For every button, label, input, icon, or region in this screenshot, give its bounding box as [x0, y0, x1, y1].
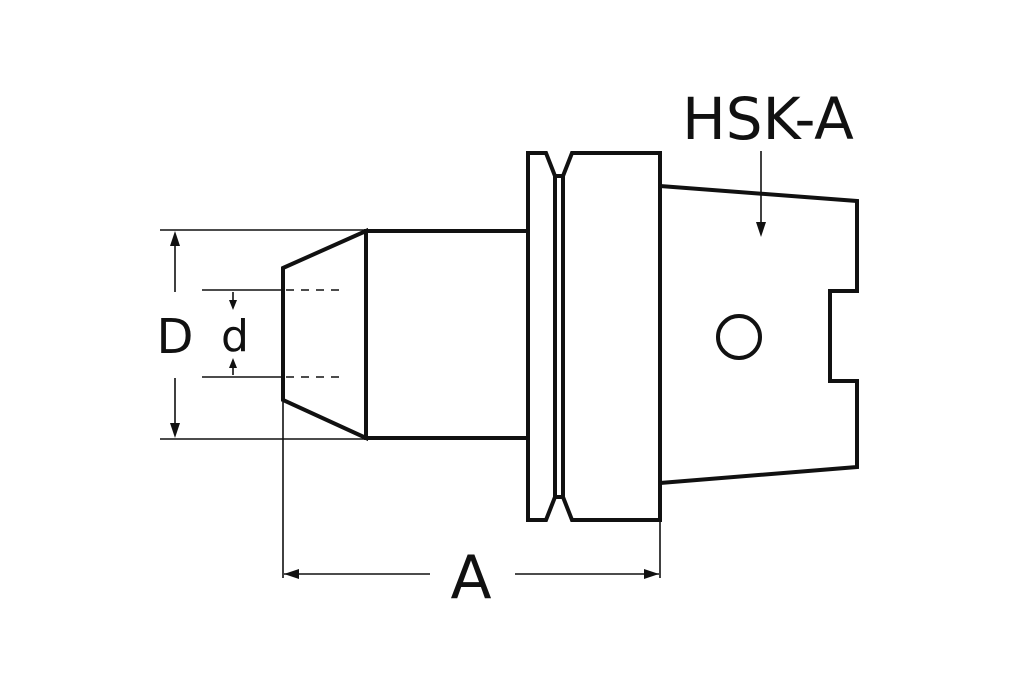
cross-hole [716, 314, 762, 360]
inner-diameter-label: d [221, 311, 249, 362]
d-inner-arrow-top [229, 300, 237, 310]
outer-diameter-label: D [157, 309, 194, 365]
d-outer-arrow-bottom [170, 423, 180, 438]
hsk-taper [659, 184, 859, 485]
flange [526, 151, 662, 522]
a-arrow-left [284, 569, 299, 579]
hsk-a-label: HSK-A [682, 85, 854, 153]
shank-body [364, 229, 530, 440]
a-arrow-right [644, 569, 659, 579]
nose-cone [281, 227, 368, 442]
length-label: A [450, 543, 491, 613]
d-outer-arrow-top [170, 231, 180, 246]
d-inner-arrow-bottom [229, 358, 237, 368]
hsk-pointer-arrowhead [756, 222, 766, 237]
